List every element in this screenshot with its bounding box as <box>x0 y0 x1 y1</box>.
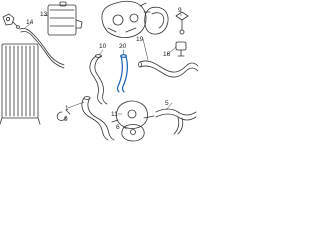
callout-11: 11 <box>111 111 118 118</box>
parts-diagram: 13 14 9 19 10 20 16 1 9 11 6 5 <box>0 0 200 147</box>
callout-13: 13 <box>40 11 48 18</box>
pump-housing-11 <box>111 100 155 129</box>
reservoir-13 <box>47 1 83 36</box>
hose-14 <box>19 28 65 69</box>
hose-5 <box>155 108 197 135</box>
callout-1: 1 <box>65 105 69 112</box>
sensor-16 <box>175 41 187 57</box>
housing-6 <box>121 124 145 142</box>
callout-19: 19 <box>136 36 144 43</box>
clip-9-left <box>56 109 71 121</box>
leader-lines <box>23 13 182 130</box>
hose-20-highlight <box>116 49 128 93</box>
callout-20: 20 <box>119 43 127 50</box>
callout-5: 5 <box>165 100 169 107</box>
bracket-part <box>2 13 20 29</box>
callout-16: 16 <box>163 51 171 58</box>
radiator <box>0 43 41 125</box>
callout-6: 6 <box>116 124 120 131</box>
hose-1 <box>81 96 115 141</box>
callout-9-left: 9 <box>64 116 68 123</box>
thermostat-housing <box>101 0 151 38</box>
parts-drawing <box>0 0 199 142</box>
callout-9-top: 9 <box>178 7 182 14</box>
gasket-top-right <box>144 6 169 35</box>
hose-10 <box>89 54 108 105</box>
callout-10: 10 <box>99 43 107 50</box>
fitting-9-top <box>175 11 189 35</box>
hose-19 <box>138 60 199 78</box>
callout-14: 14 <box>26 19 34 26</box>
